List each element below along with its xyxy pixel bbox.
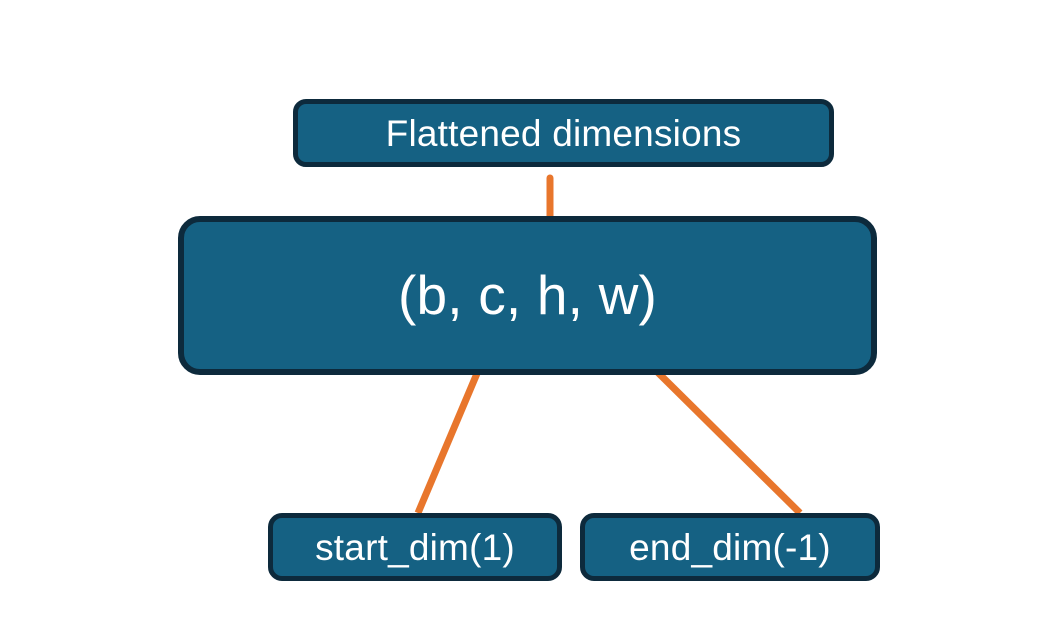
flattened-dimensions-label: Flattened dimensions	[385, 112, 742, 154]
end-dim-label: end_dim(-1)	[629, 526, 831, 568]
start-dim-box: start_dim(1)	[268, 513, 562, 581]
start-dim-label: start_dim(1)	[315, 526, 515, 568]
tensor-shape-label: (b, c, h, w)	[397, 264, 658, 326]
end-dim-box: end_dim(-1)	[580, 513, 880, 581]
flattened-dimensions-box: Flattened dimensions	[293, 99, 834, 167]
tensor-shape-box: (b, c, h, w)	[178, 216, 877, 375]
